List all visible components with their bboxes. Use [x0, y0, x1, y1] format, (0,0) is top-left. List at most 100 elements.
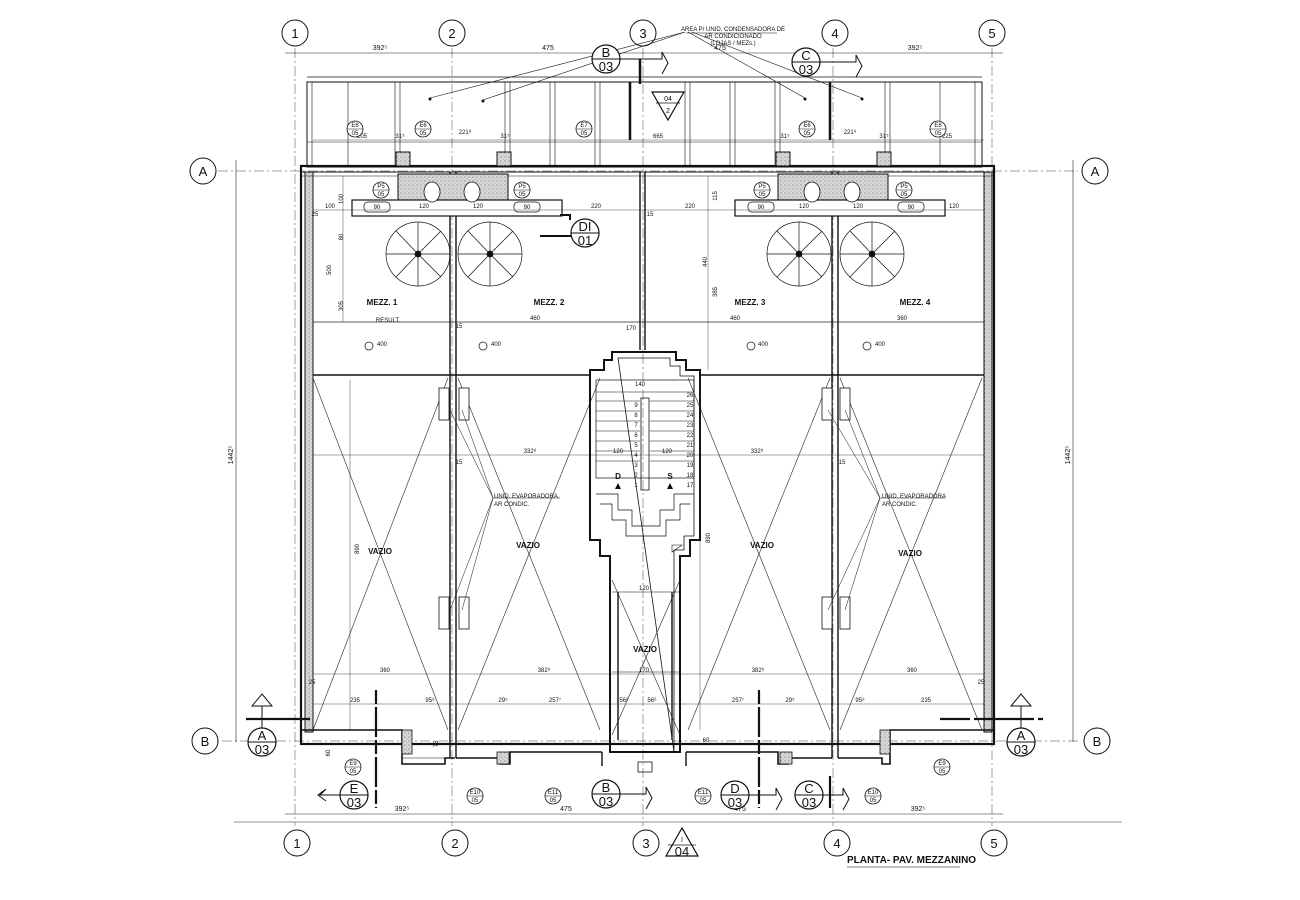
stair-num-20: 20: [687, 453, 694, 459]
room-void-4: VAZIO: [898, 549, 922, 558]
dim-382-a: 382⁸: [538, 667, 551, 674]
dim-15-b: 15: [647, 212, 654, 218]
bottom-dim-1: 392⁵: [395, 806, 410, 813]
tag-e11-a: E11: [548, 790, 559, 796]
void-crosses: [312, 377, 983, 736]
condenser-note-line-3: (LOJAS / MEZs.): [710, 41, 755, 47]
grid-label-5-bottom: 5: [990, 836, 997, 851]
evaporator-notes: UNID. EVAPORADORA AR CONDIC. UNID. EVAPO…: [494, 494, 946, 508]
dim-31-a: 31⁵: [395, 133, 405, 140]
tag-e10-a: E10: [470, 790, 481, 796]
drawing-title: PLANTA- PAV. MEZZANINO: [847, 855, 976, 866]
dim-120-b: 120: [473, 204, 484, 210]
evaporator-note-left-2: AR CONDIC.: [494, 502, 530, 508]
tag-e7: E7: [580, 123, 588, 129]
section-a-left-sheet: 03: [255, 742, 269, 757]
section-marker-tri-bottom: I 04: [664, 826, 700, 859]
stair-step-numbers: 1 2 3 4 5 6 7 8 9 10 11 12 13 14 15 16 1…: [634, 393, 694, 489]
stair-num-6: 6: [634, 433, 638, 439]
dim-90-a: 90: [374, 205, 381, 211]
stair-num-18: 18: [687, 473, 694, 479]
dim-25-a: 25: [312, 212, 319, 218]
tag-e11-b-sheet: 05: [700, 798, 707, 804]
tag-e9-a-sheet: 05: [350, 769, 357, 775]
result-label: RESULT.: [376, 318, 401, 324]
section-marker-c-bottom: C 03: [794, 776, 850, 811]
tag-p5-b: P5: [518, 184, 526, 190]
dim-56-a: 56⁶: [619, 697, 629, 704]
tag-e10-a-sheet: 05: [472, 798, 479, 804]
grid-label-1-bottom: 1: [293, 836, 300, 851]
dim-56-b: 56⁶: [647, 697, 657, 704]
grid-bubble-4-bottom: [823, 829, 851, 857]
stair-num-19: 19: [687, 463, 694, 469]
section-marker-e-bottom: E 03: [317, 690, 378, 810]
tag-p5-c-sheet: 05: [759, 192, 766, 198]
condenser-note-line-2: AR CONDICIONADO: [704, 34, 762, 40]
section-e-sheet: 03: [347, 795, 361, 810]
grid-label-b-right: B: [1093, 734, 1102, 749]
dim-460-b: 460: [730, 316, 741, 322]
grid-bubble-1-top: [281, 19, 309, 47]
dim-140: 140: [635, 382, 646, 388]
grid-bubble-2-bottom: [441, 829, 469, 857]
dim-120-e: 120: [949, 204, 960, 210]
room-mezz-3: MEZZ. 3: [735, 298, 766, 307]
section-b-bottom-sheet: 03: [599, 794, 613, 809]
section-e-letter: E: [350, 781, 359, 796]
tag-e6-a: E6: [351, 123, 359, 129]
tag-p5-c: P5: [758, 184, 766, 190]
dim-29-b: 29⁵: [785, 697, 795, 704]
tag-e8-sheet: 05: [935, 131, 942, 137]
room-mezz-1: MEZZ. 1: [367, 298, 398, 307]
tag-p5-b-sheet: 05: [519, 192, 526, 198]
detail-dim-texts: 205 31⁵ 221⁸ 31⁵ 665 31⁵ 221⁸ 31⁵ 225 10…: [309, 129, 985, 744]
room-void-5: VAZIO: [633, 645, 657, 654]
tag-e6-c-sheet: 05: [804, 131, 811, 137]
tag-p5-d-sheet: 05: [901, 192, 908, 198]
spiral-stair-2: [457, 221, 523, 287]
evaporator-units: [438, 387, 851, 630]
dim-385: 385: [713, 286, 719, 297]
dim-120-a: 120: [419, 204, 430, 210]
section-marker-tri-top: 04 2: [650, 91, 686, 122]
grid-bubble-5-top: [978, 19, 1006, 47]
vertical-dim-texts: 500 305 80 100 440 385 115 890 890 75 60: [326, 191, 719, 757]
dim-220-a: 220: [591, 204, 602, 210]
dim-120-c: 120: [799, 204, 810, 210]
tag-e9-b: E9: [938, 761, 946, 767]
room-labels: MEZZ. 1 MEZZ. 2 MEZZ. 3 MEZZ. 4 VAZIO VA…: [367, 298, 931, 654]
dim-90-c: 90: [758, 205, 765, 211]
stair-num-1: 1: [634, 483, 638, 489]
dim-120-g: 120: [662, 449, 673, 455]
dim-100-v: 100: [339, 193, 345, 204]
room-mezz-2: MEZZ. 2: [534, 298, 565, 307]
dim-15-d: 15: [839, 460, 846, 466]
stair-num-7: 7: [634, 423, 638, 429]
dim-257-a: 257⁷: [549, 697, 561, 704]
evaporator-note-left-1: UNID. EVAPORADORA: [494, 494, 558, 500]
dim-400-d: 400: [875, 342, 886, 348]
dim-440: 440: [703, 256, 709, 267]
dim-25-b: 25: [309, 680, 316, 686]
element-tag-lines: [345, 128, 950, 797]
detail-marker-di: DI 01: [540, 214, 600, 248]
tag-e10-b-sheet: 05: [870, 798, 877, 804]
overall-dimension-lines: [234, 52, 1122, 823]
tag-e7-sheet: 05: [581, 131, 588, 137]
stair-num-24: 24: [687, 413, 694, 419]
stair-num-22: 22: [687, 433, 694, 439]
stair-num-8: 8: [634, 413, 638, 419]
bottom-facade: [301, 729, 994, 765]
dim-170-a: 170: [626, 326, 637, 332]
tag-e11-b: E11: [698, 790, 709, 796]
grid-label-1-top: 1: [291, 26, 298, 41]
section-c-top-letter: C: [801, 48, 810, 63]
grid-label-a-right: A: [1091, 164, 1100, 179]
dim-360-b: 360: [380, 668, 391, 674]
tag-p5-a: P5: [377, 184, 385, 190]
grid-label-a-left: A: [199, 164, 208, 179]
dim-31-c: 31⁵: [780, 133, 790, 140]
stair-num-3: 3: [634, 463, 638, 469]
section-b-top-letter: B: [602, 45, 611, 60]
